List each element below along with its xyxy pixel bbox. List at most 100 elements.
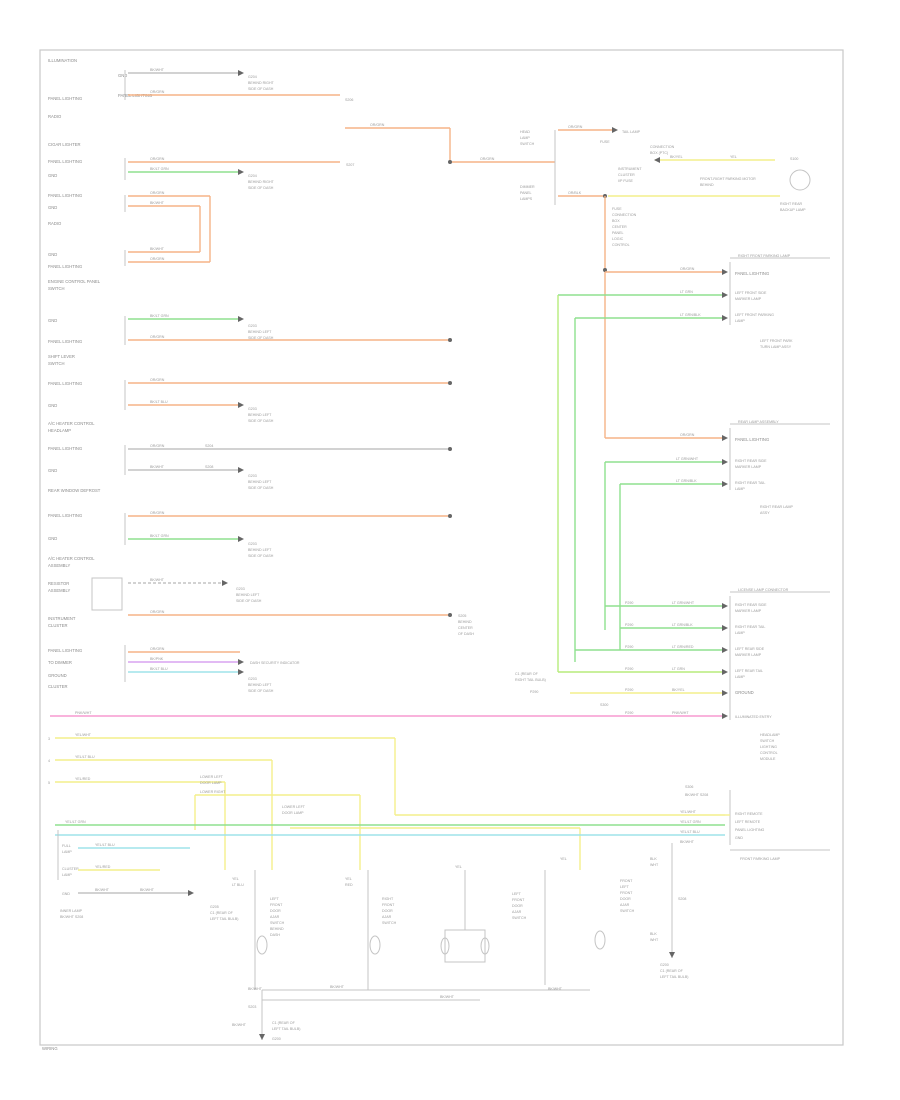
- svg-text:SWITCH: SWITCH: [48, 361, 65, 366]
- svg-text:S204: S204: [205, 444, 213, 448]
- svg-text:RADIO: RADIO: [48, 114, 62, 119]
- svg-text:LT GRN: LT GRN: [680, 290, 693, 294]
- svg-text:LEFT REAR TAIL: LEFT REAR TAIL: [735, 669, 763, 673]
- svg-text:YEL/WHT: YEL/WHT: [680, 810, 697, 814]
- svg-text:FRONT: FRONT: [620, 891, 633, 895]
- svg-text:TAIL LAMP: TAIL LAMP: [622, 130, 641, 134]
- svg-text:SIDE OF DASH: SIDE OF DASH: [248, 186, 274, 190]
- svg-text:LEFT REAR SIDE: LEFT REAR SIDE: [735, 647, 765, 651]
- bottom-wires: 3 YEL/WHT 4 YEL/LT BLU 5 YEL/RED LOWER L…: [48, 733, 830, 1041]
- svg-text:YEL/RED: YEL/RED: [95, 865, 111, 869]
- svg-text:PNK/WHT: PNK/WHT: [75, 711, 92, 715]
- svg-text:LAMP: LAMP: [62, 873, 72, 877]
- svg-text:SIDE OF DASH: SIDE OF DASH: [248, 87, 274, 91]
- svg-text:BK/LT GRN: BK/LT GRN: [150, 314, 169, 318]
- svg-text:YEL/LT BLU: YEL/LT BLU: [75, 755, 95, 759]
- svg-text:RIGHT REAR TAIL: RIGHT REAR TAIL: [735, 625, 765, 629]
- svg-text:GND: GND: [48, 536, 57, 541]
- svg-text:C1 (REAR OF: C1 (REAR OF: [515, 672, 539, 676]
- svg-text:YEL: YEL: [560, 857, 567, 861]
- svg-text:FULL: FULL: [62, 844, 71, 848]
- svg-text:P290: P290: [625, 688, 633, 692]
- label-panel-lighting-1: PANEL LIGHTING: [48, 96, 82, 101]
- svg-text:OR/GRN: OR/GRN: [150, 647, 165, 651]
- svg-text:GROUND: GROUND: [48, 673, 67, 678]
- svg-text:BEHIND LEFT: BEHIND LEFT: [248, 330, 272, 334]
- svg-text:RESISTOR: RESISTOR: [48, 581, 69, 586]
- svg-text:FUSE: FUSE: [612, 207, 622, 211]
- svg-text:LAMP: LAMP: [735, 631, 745, 635]
- svg-text:PANEL LIGHTING: PANEL LIGHTING: [735, 271, 769, 276]
- svg-text:LAMP: LAMP: [520, 136, 530, 140]
- svg-text:SIDE OF DASH: SIDE OF DASH: [248, 689, 274, 693]
- svg-text:BK/WHT: BK/WHT: [330, 985, 345, 989]
- svg-text:LEFT FRONT SIDE: LEFT FRONT SIDE: [735, 291, 767, 295]
- svg-text:BK/WHT: BK/WHT: [150, 68, 165, 72]
- svg-text:ILLUMINATED ENTRY: ILLUMINATED ENTRY: [735, 715, 772, 719]
- svg-text:OR/GRN: OR/GRN: [150, 378, 165, 382]
- svg-text:P290: P290: [625, 601, 633, 605]
- svg-text:A/C HEATER CONTROL: A/C HEATER CONTROL: [48, 556, 95, 561]
- svg-text:LAMPS: LAMPS: [520, 197, 533, 201]
- svg-text:C1 (REAR OF: C1 (REAR OF: [210, 911, 234, 915]
- svg-text:OR/GRN: OR/GRN: [150, 335, 165, 339]
- svg-text:BK/WHT S208: BK/WHT S208: [685, 793, 708, 797]
- svg-text:GND: GND: [48, 205, 57, 210]
- svg-text:LT GRN/RED: LT GRN/RED: [672, 645, 694, 649]
- svg-text:CENTER: CENTER: [612, 225, 627, 229]
- svg-text:RIGHT REAR LAMP: RIGHT REAR LAMP: [760, 505, 793, 509]
- svg-text:ENGINE CONTROL PANEL: ENGINE CONTROL PANEL: [48, 279, 101, 284]
- svg-text:CONTROL: CONTROL: [612, 243, 630, 247]
- svg-text:LICENSE LAMP CONNECTOR: LICENSE LAMP CONNECTOR: [738, 588, 789, 592]
- left-connector-bars: [91, 70, 126, 682]
- svg-text:AJAR: AJAR: [270, 915, 280, 919]
- svg-text:SWITCH: SWITCH: [382, 921, 397, 925]
- svg-text:BEHIND LEFT: BEHIND LEFT: [248, 413, 272, 417]
- svg-text:SWITCH: SWITCH: [512, 916, 527, 920]
- svg-text:S306: S306: [685, 785, 693, 789]
- svg-text:FRONT-RIGHT PARKING MOTOR: FRONT-RIGHT PARKING MOTOR: [700, 177, 756, 181]
- svg-text:OR/GRN: OR/GRN: [150, 610, 165, 614]
- svg-text:LT GRN/BLK: LT GRN/BLK: [672, 623, 693, 627]
- svg-text:BK/LT BLU: BK/LT BLU: [150, 667, 168, 671]
- svg-text:BK/WHT: BK/WHT: [150, 578, 165, 582]
- footer-label: WIRING: [42, 1046, 58, 1051]
- svg-text:RIGHT FRONT PARKING LAMP: RIGHT FRONT PARKING LAMP: [738, 254, 791, 258]
- svg-text:YEL/LT BLU: YEL/LT BLU: [95, 843, 115, 847]
- svg-text:MODULE: MODULE: [760, 757, 776, 761]
- diagram-frame: [39, 49, 844, 1046]
- svg-text:CLUSTER: CLUSTER: [48, 623, 68, 628]
- svg-text:DOOR: DOOR: [620, 897, 631, 901]
- svg-text:BK/WHT S208: BK/WHT S208: [60, 915, 83, 919]
- svg-text:LAMP: LAMP: [735, 319, 745, 323]
- svg-text:S208: S208: [205, 465, 213, 469]
- svg-text:3: 3: [48, 737, 50, 741]
- svg-text:INSTRUMENT: INSTRUMENT: [618, 167, 642, 171]
- svg-text:RED: RED: [345, 883, 353, 887]
- svg-text:OR/GRN: OR/GRN: [150, 257, 165, 261]
- svg-text:ASSY: ASSY: [760, 511, 770, 515]
- svg-text:SIDE OF DASH: SIDE OF DASH: [236, 599, 262, 603]
- svg-text:FRONT: FRONT: [382, 903, 395, 907]
- svg-text:YEL: YEL: [455, 865, 462, 869]
- svg-text:LEFT: LEFT: [512, 892, 522, 896]
- svg-text:DIMMER: DIMMER: [520, 185, 535, 189]
- svg-text:OR/GRN: OR/GRN: [150, 90, 165, 94]
- svg-text:INNER LAMP: INNER LAMP: [60, 909, 83, 913]
- svg-text:YEL/RED: YEL/RED: [75, 777, 91, 781]
- left-wires: BK/WHT G204 BEHIND RIGHT SIDE OF DASH OR…: [128, 68, 474, 693]
- svg-text:SHIFT LEVER: SHIFT LEVER: [48, 354, 75, 359]
- svg-text:AJAR: AJAR: [382, 915, 392, 919]
- svg-text:BEHIND LEFT: BEHIND LEFT: [236, 593, 260, 597]
- svg-text:SWITCH: SWITCH: [270, 921, 285, 925]
- svg-text:LT GRN/BLK: LT GRN/BLK: [680, 313, 701, 317]
- svg-text:RIGHT REAR: RIGHT REAR: [780, 202, 803, 206]
- svg-text:LT BLU: LT BLU: [232, 883, 244, 887]
- svg-text:BK/LT GRN: BK/LT GRN: [150, 167, 169, 171]
- svg-text:GND: GND: [735, 836, 743, 840]
- svg-text:MARKER LAMP: MARKER LAMP: [735, 609, 762, 613]
- svg-text:BK/PNK: BK/PNK: [150, 657, 164, 661]
- svg-text:GND: GND: [48, 173, 57, 178]
- svg-text:GND: GND: [118, 73, 127, 78]
- svg-text:TO DIMMER: TO DIMMER: [48, 660, 72, 665]
